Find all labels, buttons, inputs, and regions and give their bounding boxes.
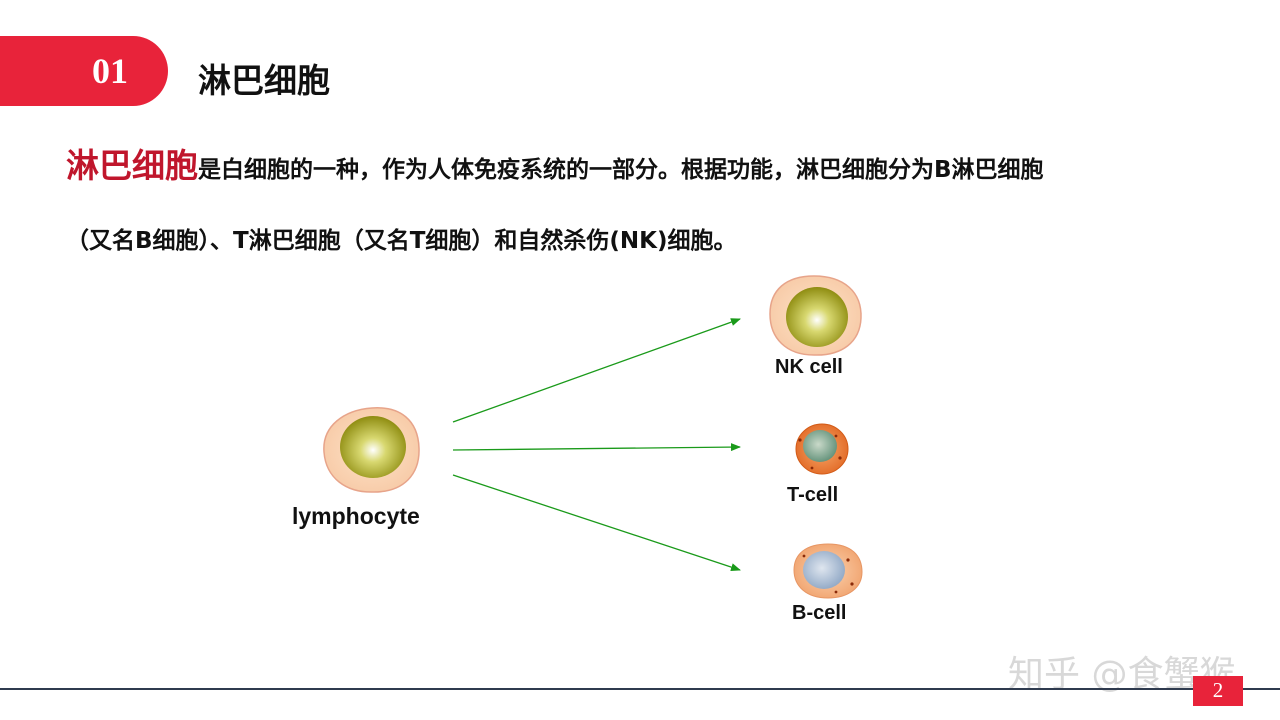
lymphocyte-icon xyxy=(323,407,420,493)
t-cell-label: T-cell xyxy=(787,484,839,506)
intro-highlight: 淋巴细胞 xyxy=(66,146,198,185)
intro-line1: 是白细胞的一种，作为人体免疫系统的一部分。根据功能，淋巴细胞分为B淋巴细胞 xyxy=(198,157,1044,183)
nk-cell-label: NK cell xyxy=(775,356,843,378)
intro-paragraph: 淋巴细胞是白细胞的一种，作为人体免疫系统的一部分。根据功能，淋巴细胞分为B淋巴细… xyxy=(66,130,1226,277)
bottom-rule xyxy=(0,688,1280,690)
t-cell-icon xyxy=(795,423,849,475)
page-number: 2 xyxy=(1212,678,1224,702)
arrow-to-b-cell xyxy=(452,474,741,571)
section-number: 01 xyxy=(92,51,128,91)
lymphocyte-label: lymphocyte xyxy=(292,503,420,529)
intro-line2: （又名B细胞）、T淋巴细胞（又名T细胞）和自然杀伤(NK)细胞。 xyxy=(66,228,737,254)
section-badge xyxy=(0,36,168,106)
b-cell-label: B-cell xyxy=(792,602,847,624)
slide-title: 淋巴细胞 xyxy=(198,61,330,100)
arrow-to-t-cell xyxy=(452,443,741,452)
arrow-to-nk-cell xyxy=(452,318,741,423)
page-number-box xyxy=(1193,676,1243,706)
b-cell-icon xyxy=(793,543,863,599)
nk-cell-icon xyxy=(769,275,862,356)
